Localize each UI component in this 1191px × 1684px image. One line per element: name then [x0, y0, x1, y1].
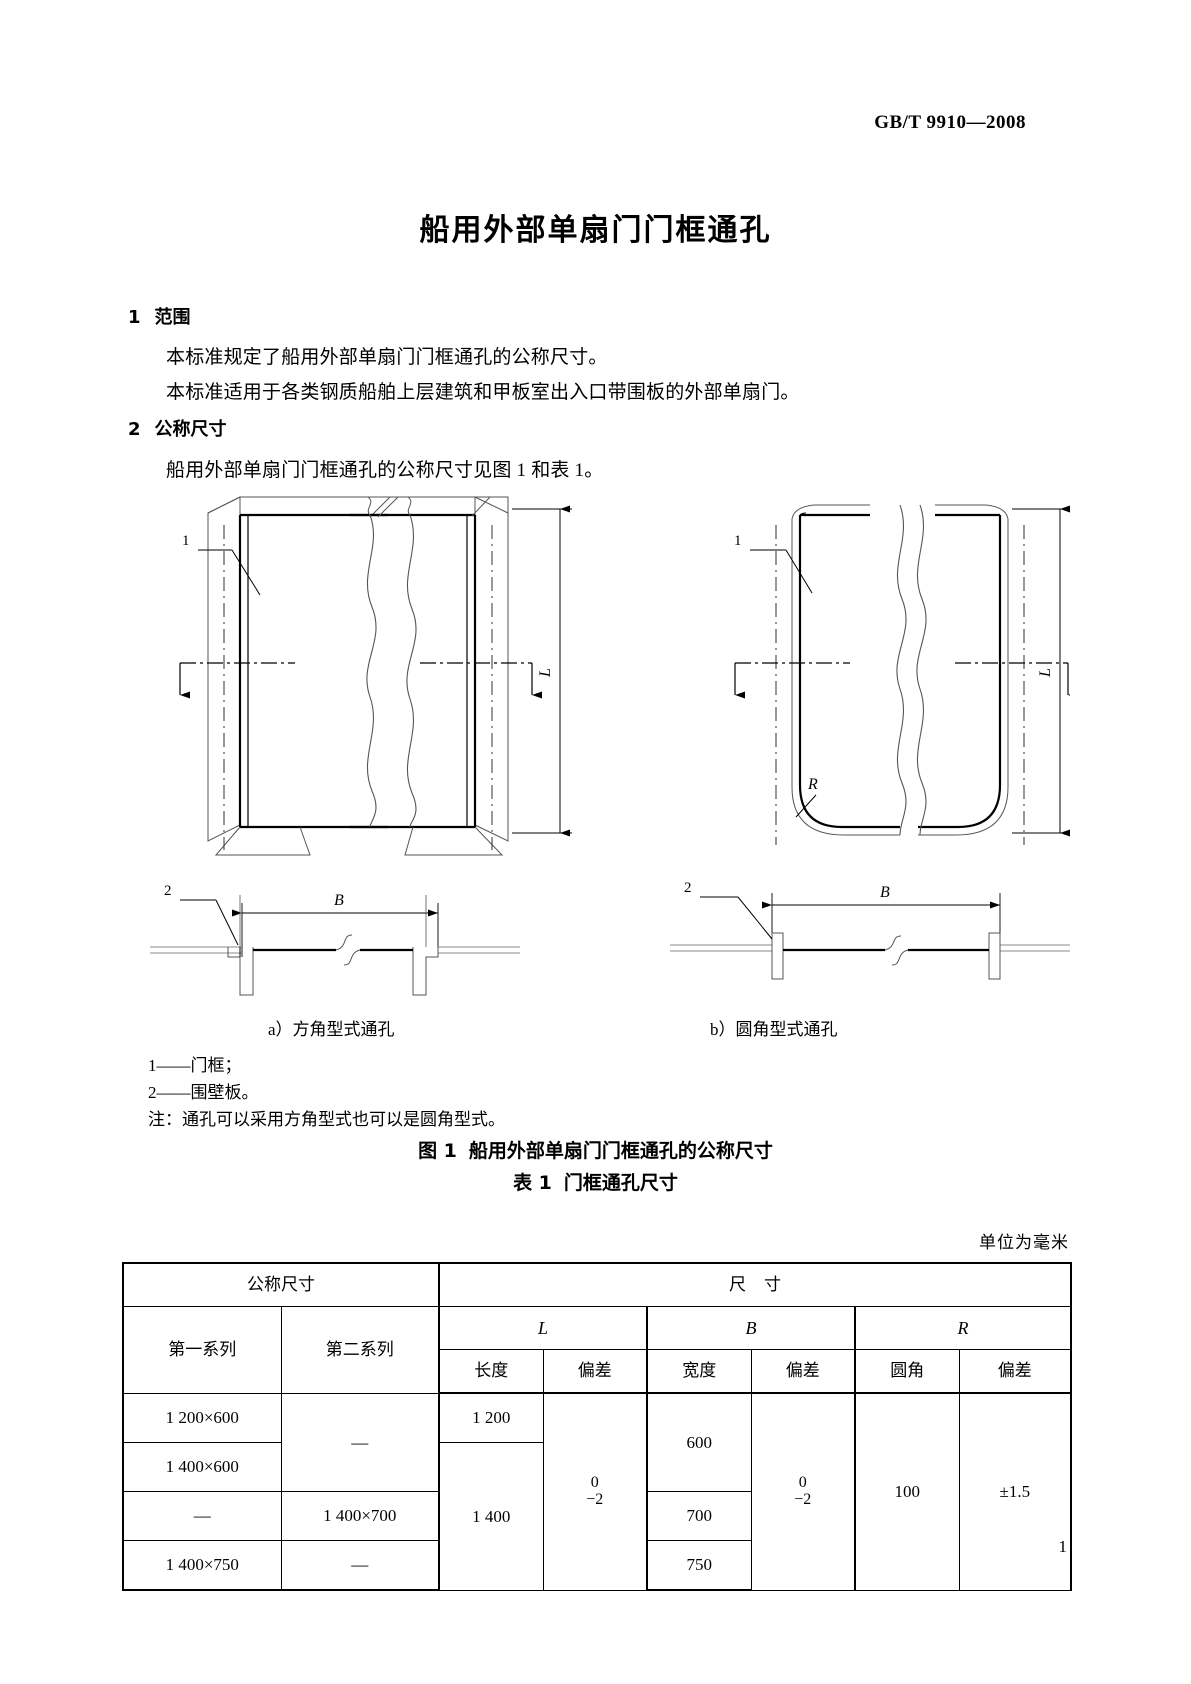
callout-2-label-a: 2 [164, 883, 172, 899]
table-row: 1 400×750 — 750 [122, 1540, 1071, 1591]
cell-series1-row4: 1 400×750 [122, 1540, 282, 1591]
header-series-1: 第一系列 [122, 1306, 282, 1394]
cell-width-750: 750 [646, 1540, 752, 1591]
clause-1-title: 范围 [154, 307, 191, 328]
header-dimension-group: 尺寸 [437, 1262, 1073, 1307]
figure-1-label: 图 1 [418, 1140, 457, 1162]
header-series-2: 第二系列 [280, 1306, 440, 1394]
table-header-row-3: 长度 偏差 宽度 偏差 圆角 偏差 [123, 1349, 1073, 1394]
figure-1-caption: 图 1 船用外部单扇门门框通孔的公称尺寸 [0, 1136, 1191, 1163]
cell-fillet: 100 [854, 1392, 960, 1591]
header-width-tol: 偏差 [750, 1349, 856, 1394]
dimension-table: 公称尺寸 尺寸 第一系列 第二系列 L B R 长度 偏差 宽度 偏差 圆角 偏… [122, 1262, 1073, 1591]
table-header-row-2: 第一系列 第二系列 L B R [122, 1306, 1073, 1394]
table-1-caption-text: 门框通孔尺寸 [563, 1172, 678, 1194]
length-tol-lower: −2 [586, 1490, 604, 1508]
cell-series2-row4: — [280, 1540, 440, 1591]
cell-series2-row3: 1 400×700 [280, 1491, 440, 1541]
square-opening-elevation: 1 L [179, 496, 572, 856]
figure-subcaption-a: a）方角型式通孔 [268, 1020, 395, 1039]
dimension-B-label-a: B [334, 892, 344, 909]
figure-1-svg: 1 L [150, 496, 1098, 996]
square-opening-section: B [150, 883, 520, 996]
table-header-row-1: 公称尺寸 尺寸 [122, 1262, 1073, 1307]
header-R: R [853, 1306, 1073, 1350]
figure-subcaption-b: b）圆角型式通孔 [710, 1020, 838, 1039]
header-fillet-tol: 偏差 [958, 1349, 1073, 1394]
cell-length-1200: 1 200 [438, 1392, 544, 1443]
clause-1-paragraph-2: 本标准适用于各类钢质船舶上层建筑和甲板室出入口带围板的外部单扇门。 [166, 382, 800, 403]
dimension-L-label-b: L [1037, 668, 1054, 678]
page-number: 1 [1058, 1537, 1068, 1556]
standard-code-header: GB/T 9910—2008 [874, 112, 1026, 133]
clause-2-paragraph-1: 船用外部单扇门门框通孔的公称尺寸见图 1 和表 1。 [166, 460, 604, 481]
round-opening-section: B 2 [670, 880, 1098, 980]
legend-item-1: 1——门框； [148, 1056, 242, 1075]
page-title: 船用外部单扇门门框通孔 [419, 213, 772, 248]
figure-1-caption-text: 船用外部单扇门门框通孔的公称尺寸 [468, 1140, 773, 1162]
cell-series1-row1: 1 200×600 [122, 1392, 282, 1443]
cell-series2-row1: — [280, 1392, 440, 1492]
width-tol-upper: 0 [798, 1473, 807, 1491]
cell-series1-row3: — [122, 1491, 282, 1541]
clause-2-heading: 2 公称尺寸 [128, 415, 227, 441]
callout-2-label-b: 2 [684, 880, 692, 896]
header-fillet: 圆角 [854, 1349, 960, 1394]
clause-2-title: 公称尺寸 [154, 419, 227, 440]
header-width: 宽度 [646, 1349, 752, 1394]
header-length: 长度 [438, 1349, 544, 1394]
dimension-R-label: R [807, 776, 818, 793]
dimension-B-label-b: B [880, 884, 890, 901]
round-opening-elevation: 1 R L [734, 504, 1078, 845]
header-nominal-group: 公称尺寸 [122, 1262, 440, 1307]
clause-1-paragraph-1: 本标准规定了船用外部单扇门门框通孔的公称尺寸。 [166, 347, 608, 368]
figure-note: 注：通孔可以采用方角型式也可以是圆角型式。 [148, 1110, 505, 1129]
header-B: B [646, 1306, 856, 1350]
dimension-L-label-a: L [537, 668, 554, 678]
table-1-caption: 表 1 门框通孔尺寸 [0, 1168, 1191, 1195]
callout-1-label-a: 1 [182, 533, 190, 549]
table-row: 1 200×600 — 1 200 0 −2 600 0 −2 100 [122, 1392, 1073, 1591]
header-L: L [438, 1306, 648, 1350]
clause-1-heading: 1 范围 [128, 303, 191, 329]
header-length-tol: 偏差 [542, 1349, 648, 1394]
table-unit-note: 单位为毫米 [979, 1233, 1069, 1252]
clause-2-number: 2 [128, 419, 141, 440]
cell-series1-row2: 1 400×600 [122, 1442, 282, 1492]
table-1-label: 表 1 [513, 1172, 552, 1194]
cell-width-700: 700 [646, 1491, 752, 1541]
clause-1-number: 1 [128, 307, 141, 328]
callout-1-label-b: 1 [734, 533, 742, 549]
cell-length-1400: 1 400 [438, 1442, 544, 1591]
width-tol-lower: −2 [794, 1490, 812, 1508]
table-row: 1 400×600 1 400 [122, 1442, 1071, 1591]
legend-item-2: 2——围壁板。 [148, 1083, 259, 1102]
length-tol-upper: 0 [590, 1473, 599, 1491]
cell-width-600: 600 [646, 1392, 752, 1492]
cell-fillet-tolerance: ±1.5 [958, 1392, 1073, 1591]
cell-width-tolerance: 0 −2 [750, 1392, 856, 1591]
figure-1-drawing: 1 L [120, 495, 1098, 1055]
cell-length-tolerance: 0 −2 [542, 1392, 648, 1591]
table-row: — 1 400×700 700 [122, 1491, 1071, 1541]
